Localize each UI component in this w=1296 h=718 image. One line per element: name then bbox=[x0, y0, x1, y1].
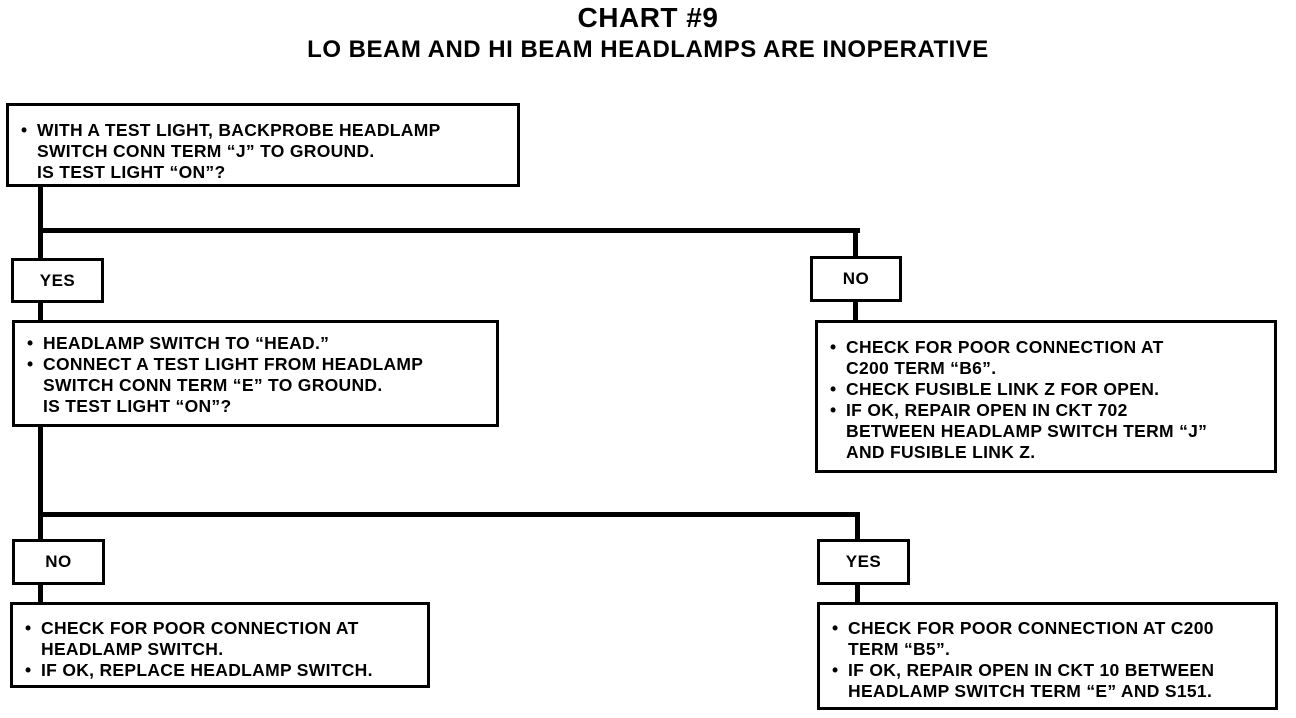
connector-branch2-horizontal bbox=[38, 512, 860, 517]
step1-box: WITH A TEST LIGHT, BACKPROBE HEADLAMP SW… bbox=[6, 103, 520, 187]
branch2-no-label: NO bbox=[12, 539, 105, 585]
result2-yes-bullet: IF OK, REPAIR OPEN IN CKT 10 BETWEEN HEA… bbox=[826, 660, 1269, 702]
step2-box: HEADLAMP SWITCH TO “HEAD.” CONNECT A TES… bbox=[12, 320, 499, 427]
step2-bullet: CONNECT A TEST LIGHT FROM HEADLAMP SWITC… bbox=[21, 354, 490, 396]
result2-yes-bullet: CHECK FOR POOR CONNECTION AT C200 TERM “… bbox=[826, 618, 1269, 660]
branch2-yes-label: YES bbox=[817, 539, 910, 585]
step1-bullets: WITH A TEST LIGHT, BACKPROBE HEADLAMP SW… bbox=[15, 120, 511, 162]
result1-no-box: CHECK FOR POOR CONNECTION AT C200 TERM “… bbox=[815, 320, 1277, 473]
result2-no-bullet: IF OK, REPLACE HEADLAMP SWITCH. bbox=[19, 660, 421, 681]
step2-question: IS TEST LIGHT “ON”? bbox=[43, 396, 232, 416]
connector-no-to-result2 bbox=[38, 584, 43, 604]
connector-yes-to-result2 bbox=[855, 584, 860, 604]
result1-no-bullet: CHECK FUSIBLE LINK Z FOR OPEN. bbox=[824, 379, 1268, 400]
connector-branch2-yes-down bbox=[855, 512, 860, 540]
branch1-yes-label: YES bbox=[11, 258, 104, 303]
connector-branch1-no-down bbox=[853, 228, 858, 258]
result2-no-box: CHECK FOR POOR CONNECTION AT HEADLAMP SW… bbox=[10, 602, 430, 688]
step1-bullet: WITH A TEST LIGHT, BACKPROBE HEADLAMP SW… bbox=[15, 120, 511, 162]
connector-step2-down bbox=[38, 426, 43, 517]
step2-bullets: HEADLAMP SWITCH TO “HEAD.” CONNECT A TES… bbox=[21, 333, 490, 396]
result2-no-bullet: CHECK FOR POOR CONNECTION AT HEADLAMP SW… bbox=[19, 618, 421, 660]
connector-no-to-result1 bbox=[853, 302, 858, 322]
step1-question: IS TEST LIGHT “ON”? bbox=[37, 162, 226, 182]
branch1-no-label: NO bbox=[810, 256, 902, 302]
chart-title: CHART #9 bbox=[577, 2, 719, 33]
connector-yes-to-step2 bbox=[38, 302, 43, 322]
result1-no-bullets: CHECK FOR POOR CONNECTION AT C200 TERM “… bbox=[824, 337, 1268, 463]
result1-no-bullet: IF OK, REPAIR OPEN IN CKT 702 BETWEEN HE… bbox=[824, 400, 1268, 463]
chart-subtitle: LO BEAM AND HI BEAM HEADLAMPS ARE INOPER… bbox=[307, 36, 989, 63]
connector-branch1-yes-down bbox=[38, 228, 43, 260]
connector-branch2-no-down bbox=[38, 512, 43, 540]
result2-yes-bullets: CHECK FOR POOR CONNECTION AT C200 TERM “… bbox=[826, 618, 1269, 702]
connector-branch1-horizontal bbox=[38, 228, 860, 233]
step2-bullet: HEADLAMP SWITCH TO “HEAD.” bbox=[21, 333, 490, 354]
result2-yes-box: CHECK FOR POOR CONNECTION AT C200 TERM “… bbox=[817, 602, 1278, 710]
result1-no-bullet: CHECK FOR POOR CONNECTION AT C200 TERM “… bbox=[824, 337, 1268, 379]
connector-step1-down bbox=[38, 186, 43, 232]
result2-no-bullets: CHECK FOR POOR CONNECTION AT HEADLAMP SW… bbox=[19, 618, 421, 681]
